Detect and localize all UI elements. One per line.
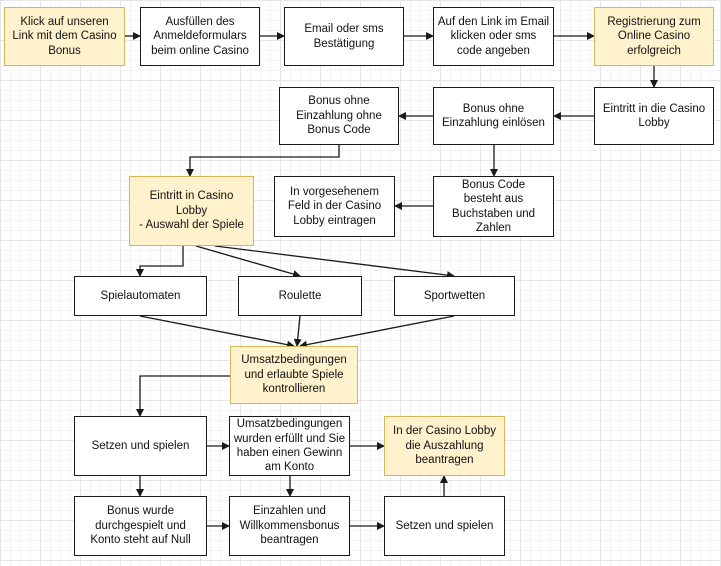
- node-casino-link[interactable]: Klick auf unseren Link mit dem Casino Bo…: [4, 7, 125, 66]
- node-registration-success[interactable]: Registrierung zum Online Casino erfolgre…: [594, 7, 714, 66]
- node-registration-form[interactable]: Ausfüllen des Anmeldeformulars beim onli…: [140, 7, 260, 66]
- arrow-n13-to-n15: [293, 315, 302, 347]
- node-redeem-no-deposit-bonus[interactable]: Bonus ohne Einzahlung einlösen: [433, 87, 554, 145]
- node-request-payout[interactable]: In der Casino Lobby die Auszahlung beant…: [384, 416, 505, 476]
- node-click-email-link[interactable]: Auf den Link im Email klicken oder sms c…: [433, 7, 554, 66]
- node-enter-code-field[interactable]: In vorgesehenem Feld in der Casino Lobby…: [274, 176, 395, 237]
- arrow-n11-to-n12: [136, 246, 184, 277]
- arrow-n11-to-n14: [214, 245, 455, 280]
- node-bonus-used-up[interactable]: Bonus wurde durchgespielt und Konto steh…: [74, 496, 207, 556]
- node-email-sms-confirmation[interactable]: Email oder sms Bestätigung: [284, 7, 404, 66]
- arrow-n14-to-n15: [299, 315, 455, 349]
- node-bet-and-play-2[interactable]: Setzen und spielen: [384, 496, 505, 556]
- node-bonus-code-format[interactable]: Bonus Code besteht aus Buchstaben und Za…: [433, 176, 554, 237]
- node-sports-betting[interactable]: Sportwetten: [394, 276, 515, 316]
- node-check-wagering[interactable]: Umsatzbedingungen und erlaubte Spiele ko…: [230, 346, 358, 404]
- node-deposit-welcome-bonus[interactable]: Einzahlen und Willkommensbonus beantrage…: [229, 496, 350, 556]
- node-enter-lobby[interactable]: Eintritt in die Casino Lobby: [594, 87, 714, 145]
- node-roulette[interactable]: Roulette: [238, 276, 362, 316]
- node-bonus-without-code[interactable]: Bonus ohne Einzahlung ohne Bonus Code: [279, 87, 399, 145]
- arrow-n11-to-n13: [195, 245, 301, 278]
- node-bet-and-play[interactable]: Setzen und spielen: [74, 416, 207, 476]
- arrow-n15-to-n16: [136, 375, 230, 417]
- arrow-n8-to-n11: [186, 145, 340, 177]
- node-wagering-met[interactable]: Umsatzbedingungen wurden erfüllt und Sie…: [229, 416, 350, 476]
- node-lobby-game-selection[interactable]: Eintritt in Casino Lobby - Auswahl der S…: [129, 176, 254, 246]
- arrow-n12-to-n15: [139, 315, 295, 349]
- node-slot-machines[interactable]: Spielautomaten: [74, 276, 207, 316]
